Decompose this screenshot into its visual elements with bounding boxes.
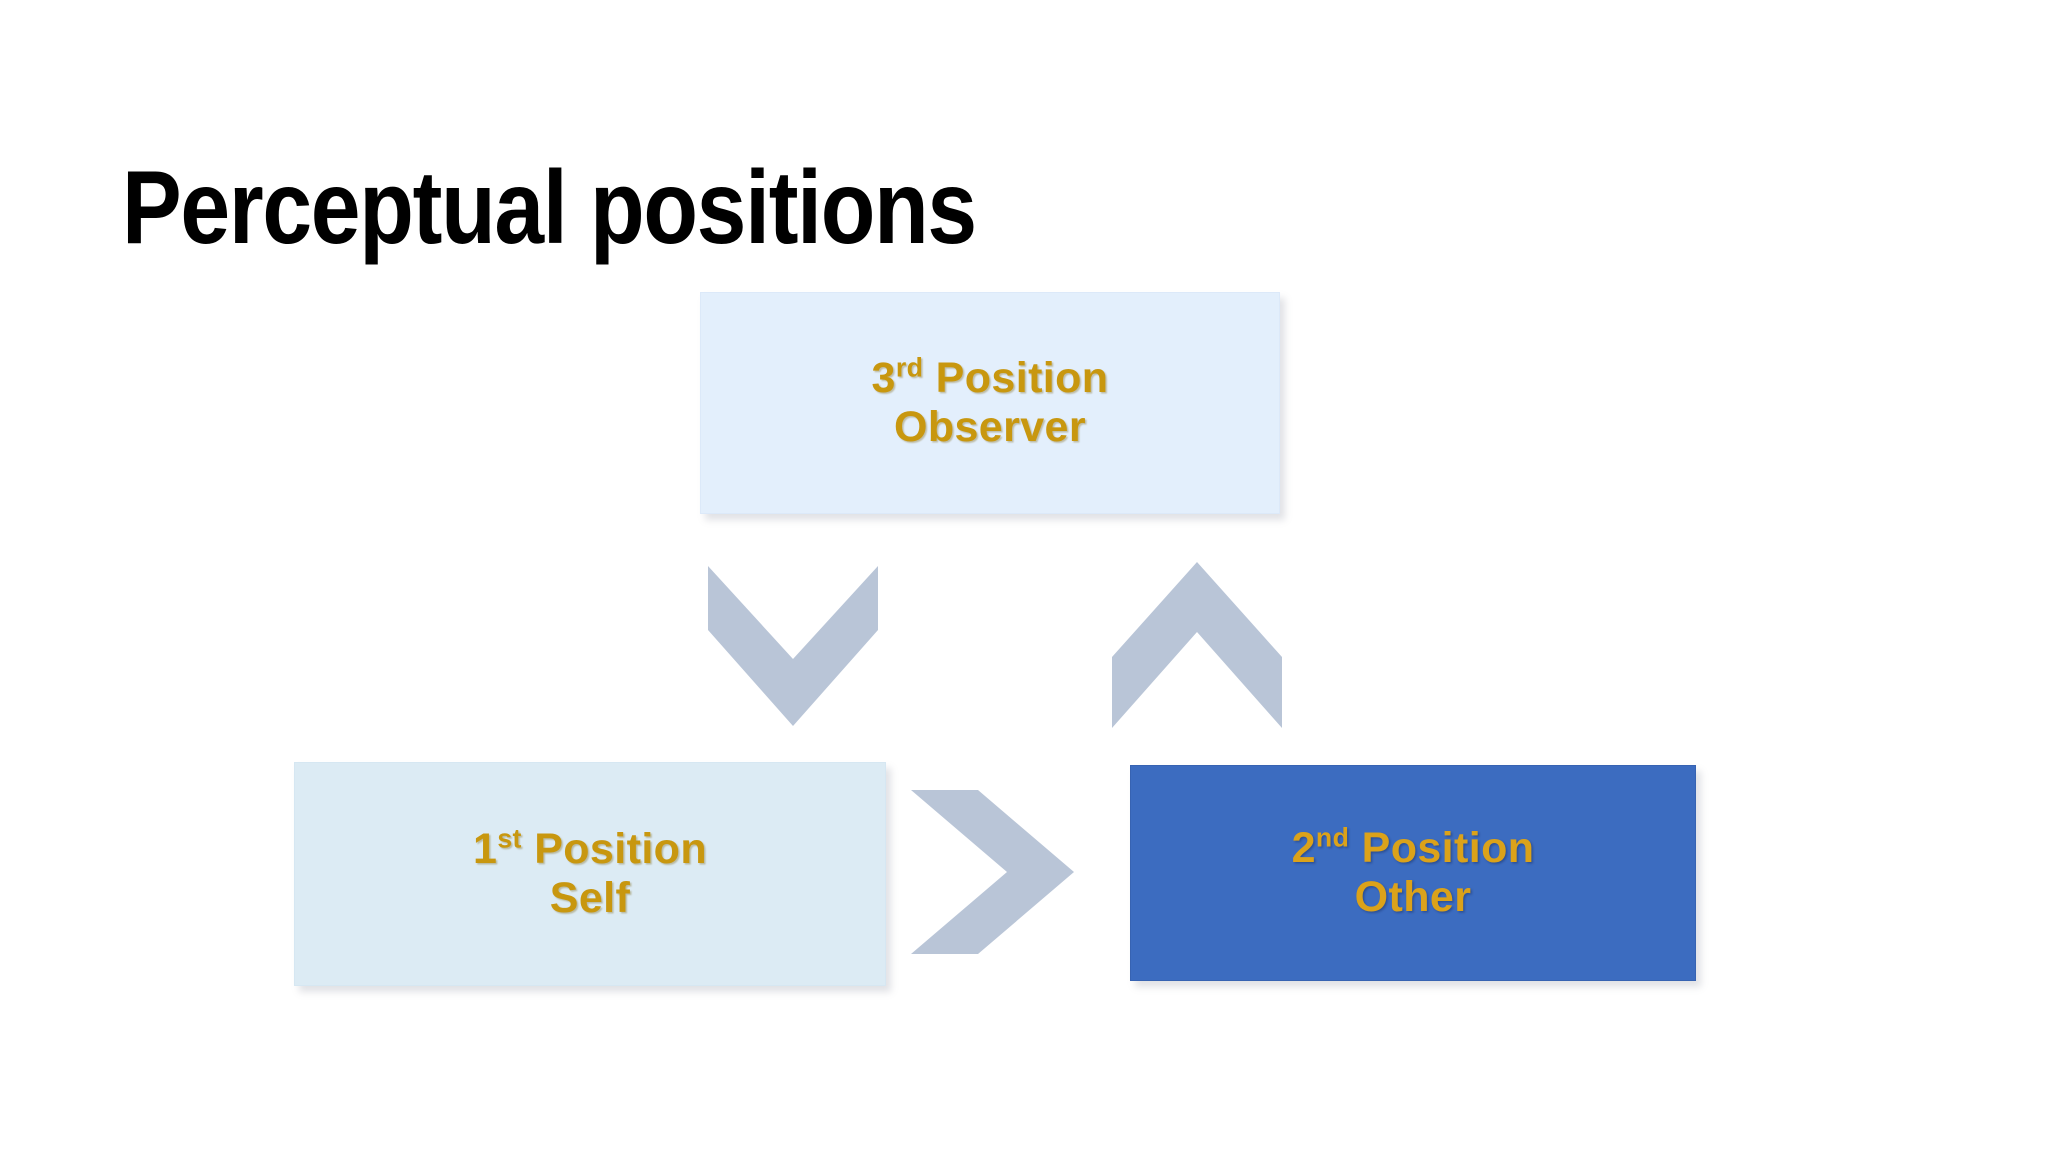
first-position-line1: 1st Position (473, 825, 707, 874)
first-position-label: Position (521, 824, 707, 873)
second-position-label: Position (1349, 823, 1535, 872)
chevron-down-icon (708, 562, 878, 726)
first-position-ordinal-suffix: st (497, 823, 522, 854)
third-position-label: Position (923, 353, 1109, 402)
page-title: Perceptual positions (122, 149, 977, 266)
first-position-ordinal: 1 (473, 824, 498, 873)
third-position-line1: 3rd Position (872, 354, 1109, 403)
second-position-line2: Other (1354, 873, 1472, 921)
diagram-box-second-position[interactable]: 2nd Position Other (1130, 765, 1696, 981)
chevron-up-icon (1112, 562, 1282, 728)
diagram-box-third-position[interactable]: 3rd Position Observer (700, 292, 1280, 514)
third-position-ordinal-suffix: rd (895, 352, 924, 383)
diagram-box-first-position[interactable]: 1st Position Self (294, 762, 886, 986)
third-position-line2: Observer (893, 403, 1087, 451)
third-position-ordinal: 3 (871, 353, 896, 402)
second-position-ordinal-suffix: nd (1315, 822, 1350, 853)
second-position-line1: 2nd Position (1292, 824, 1535, 873)
chevron-right-icon (908, 786, 1074, 958)
first-position-line2: Self (549, 874, 631, 922)
second-position-ordinal: 2 (1291, 823, 1316, 872)
